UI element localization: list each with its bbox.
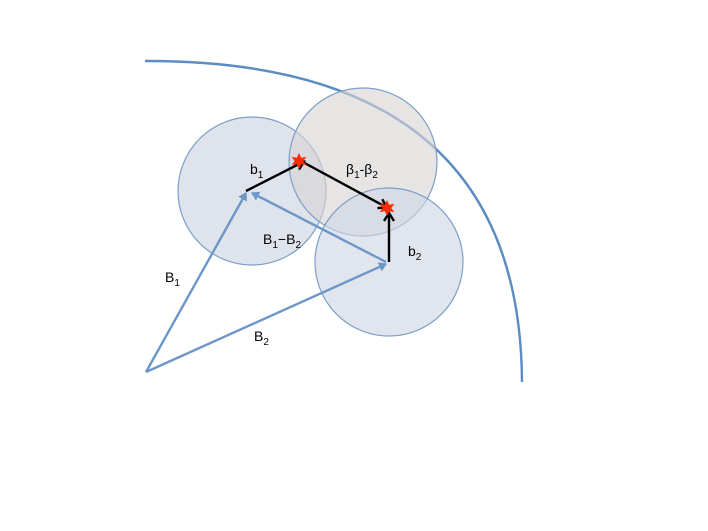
label-B1-minus-B2: B1−B2	[263, 231, 301, 251]
vector-beta-difference	[298, 158, 386, 207]
star-point-1	[291, 153, 307, 169]
vector-B2	[145, 262, 387, 374]
label-beta1-beta2: β1-β2	[346, 161, 378, 181]
vector-B1	[144, 192, 248, 373]
star-point-2	[379, 200, 395, 216]
vector-b1	[245, 162, 303, 193]
label-b2: b2	[408, 243, 422, 263]
vector-B1-minus-B2	[251, 191, 387, 264]
label-B2: B2	[254, 328, 269, 348]
label-B1: B1	[165, 269, 180, 289]
label-b1: b1	[250, 161, 264, 181]
